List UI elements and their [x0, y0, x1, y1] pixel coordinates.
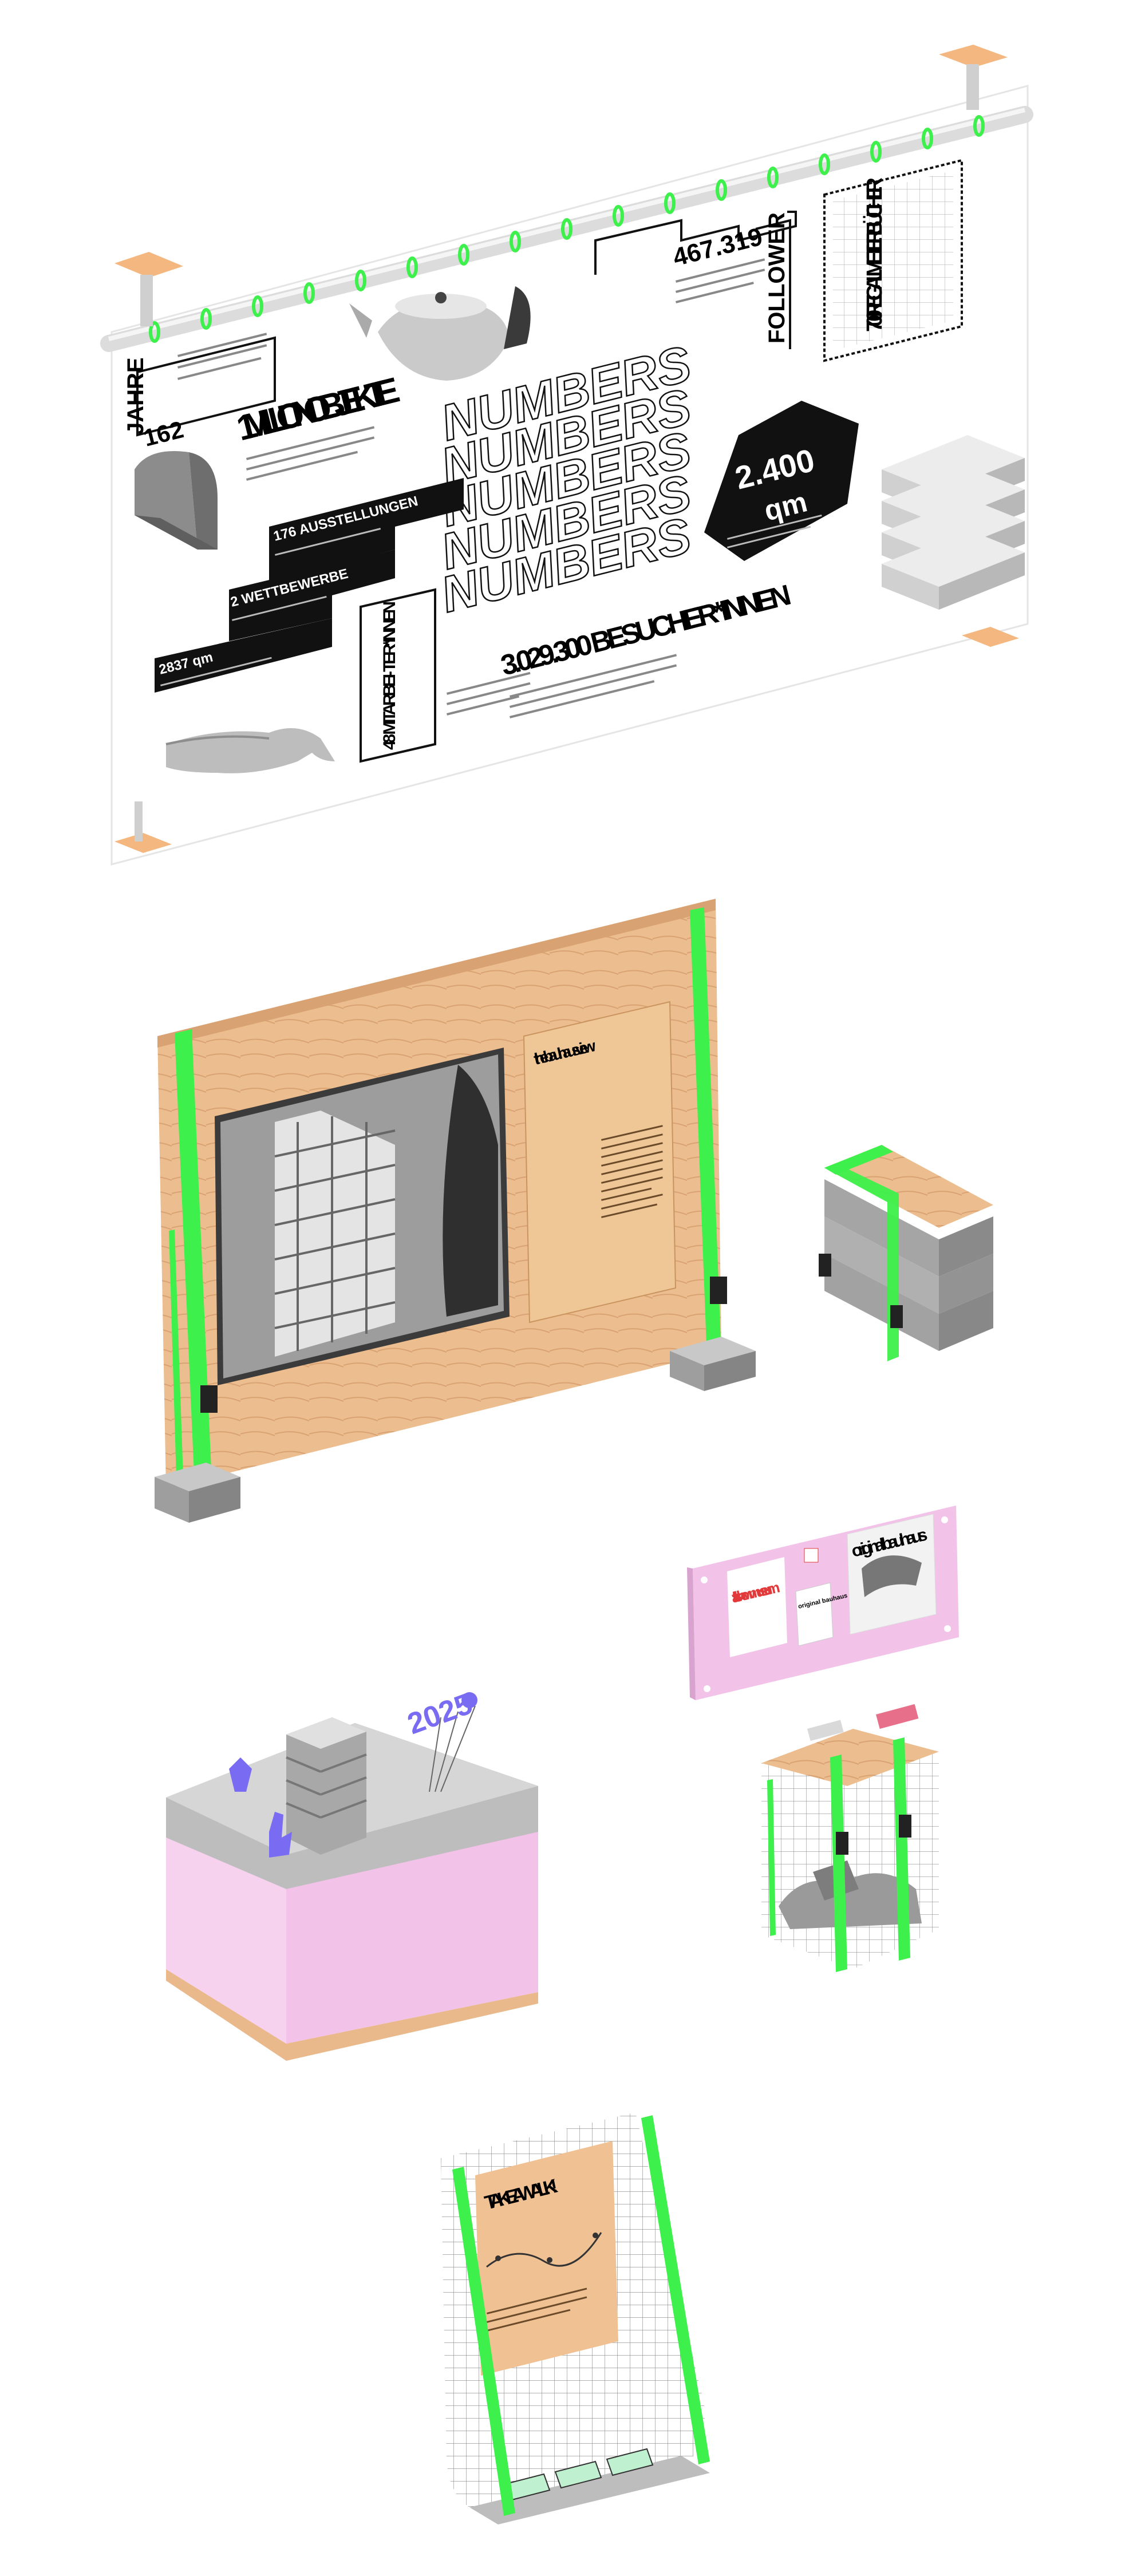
floor-foot-left — [114, 833, 172, 853]
ceiling-mount-right — [939, 45, 1008, 110]
staff-label: 48 MITARBEI- TER*INNEN — [380, 601, 399, 750]
followers-label: FOLLOWER — [764, 212, 789, 343]
purple-figure-1 — [229, 1757, 252, 1792]
staff-block: 48 MITARBEI- TER*INNEN — [360, 588, 531, 763]
wire-cage-shelf — [761, 1704, 939, 1972]
plywood-panel: the bauhaus view — [155, 899, 756, 1523]
followers-block: 467.319 FOLLOWER — [594, 211, 797, 349]
building-photo — [215, 1048, 510, 1385]
books-label: 700 REGAL METER BÜCHER — [862, 177, 887, 332]
floor-foot-right — [962, 627, 1019, 647]
numbers-banner: JAHRE 162 1 MILLION OBJEKTE 176 — [100, 45, 1033, 866]
staircase-stats: 176 AUSSTELLUNGEN 2 WETTBEWERBE 2837 qm — [155, 478, 464, 693]
books-block: 700 REGAL METER BÜCHER — [823, 159, 963, 362]
hand-object — [165, 728, 335, 773]
area-block: 2.400 qm — [704, 401, 859, 561]
concrete-bench — [819, 1145, 993, 1361]
purple-hand-figure — [269, 1812, 292, 1858]
concrete-foot-right — [670, 1337, 756, 1391]
green-strap-left — [175, 1029, 212, 1487]
ceiling-mount-left — [114, 252, 183, 326]
model-tower — [286, 1717, 367, 1855]
walk-strap-left — [452, 2167, 515, 2516]
green-strap-right — [690, 907, 721, 1360]
concrete-stack-object — [882, 435, 1025, 610]
years-label: JAHRE — [123, 357, 148, 435]
take-a-walk-panel: TAKE A WALK ! — [441, 2112, 710, 2524]
walk-strap-right — [641, 2115, 710, 2464]
walk-route-map — [486, 2232, 602, 2268]
stone-arch-object — [135, 451, 218, 550]
info-cards — [503, 2448, 654, 2502]
text-board — [523, 1001, 677, 1323]
concrete-foot-left — [155, 1463, 240, 1523]
architecture-model: 2025 — [166, 1687, 538, 2061]
pink-poster-panel: talk show mus eum original bauhaus origi… — [687, 1506, 959, 1700]
rail-rings — [149, 115, 985, 343]
teapot-object — [349, 286, 531, 381]
